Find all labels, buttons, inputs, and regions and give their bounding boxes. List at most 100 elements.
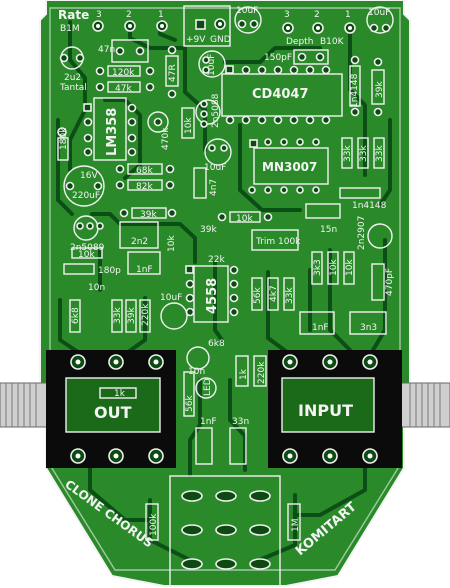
svg-text:Trim 100k: Trim 100k bbox=[255, 237, 301, 247]
rate-pin-2: 2 bbox=[126, 10, 132, 20]
svg-text:1k: 1k bbox=[114, 389, 126, 399]
svg-text:CD4047: CD4047 bbox=[252, 87, 309, 102]
svg-text:4558: 4558 bbox=[205, 278, 220, 314]
jack-input: INPUT bbox=[268, 350, 450, 468]
svg-text:33k: 33k bbox=[375, 145, 385, 162]
svg-text:10n: 10n bbox=[188, 367, 205, 377]
svg-text:470pF: 470pF bbox=[385, 268, 395, 296]
svg-text:2u2: 2u2 bbox=[64, 73, 81, 83]
svg-text:10uF: 10uF bbox=[160, 293, 182, 303]
cap-470pf: 470pF bbox=[371, 263, 395, 301]
resistor-68k: 68k bbox=[115, 163, 175, 176]
svg-text:10uF: 10uF bbox=[236, 6, 258, 16]
transistor-2n5088: 2n5088 bbox=[195, 93, 221, 128]
power-header: +9V GND bbox=[183, 5, 231, 47]
cap-3n3: 3n3 bbox=[349, 311, 387, 335]
svg-text:6k8: 6k8 bbox=[71, 307, 81, 324]
cap-180p: 180p bbox=[63, 263, 121, 276]
svg-text:1k: 1k bbox=[239, 368, 249, 380]
svg-text:39k: 39k bbox=[200, 225, 217, 235]
svg-text:33n: 33n bbox=[232, 417, 249, 427]
resistor-180k: 180k bbox=[57, 127, 69, 161]
svg-text:68k: 68k bbox=[136, 166, 153, 176]
input-label: INPUT bbox=[298, 401, 353, 420]
resistor-220k: 220k bbox=[139, 299, 151, 333]
svg-text:39k: 39k bbox=[140, 210, 157, 220]
svg-text:10k: 10k bbox=[78, 250, 95, 260]
svg-text:1n4148: 1n4148 bbox=[352, 201, 387, 211]
resistor-39k-d: 39k bbox=[125, 299, 137, 333]
ic-cd4047: CD4047 bbox=[221, 65, 343, 125]
resistor-33k-e: 33k bbox=[357, 137, 369, 169]
svg-text:220uF: 220uF bbox=[72, 191, 100, 201]
depth-pin-2: 2 bbox=[314, 10, 320, 20]
power-gnd-label: GND bbox=[210, 35, 231, 45]
resistor-10k-c: 10k bbox=[167, 235, 177, 252]
svg-text:82k: 82k bbox=[136, 182, 153, 192]
resistor-10k-e: 10k bbox=[327, 251, 339, 285]
svg-text:1M: 1M bbox=[291, 519, 301, 533]
svg-text:10n: 10n bbox=[88, 283, 105, 293]
svg-text:1nF: 1nF bbox=[200, 417, 217, 427]
svg-text:1n4148: 1n4148 bbox=[350, 73, 360, 108]
resistor-47k-a: 47k bbox=[95, 81, 155, 94]
cap-10uf-d: 10uF bbox=[160, 293, 188, 330]
resistor-6k8-b: 6k8 bbox=[208, 339, 225, 349]
led-section: 10n 56k LED 1k 220k 1nF 33n bbox=[183, 346, 267, 465]
resistor-10k-f: 10k bbox=[343, 251, 355, 285]
svg-text:47k: 47k bbox=[115, 84, 132, 94]
svg-text:33k: 33k bbox=[113, 307, 123, 324]
svg-text:47n: 47n bbox=[98, 45, 115, 55]
svg-text:470k: 470k bbox=[161, 127, 171, 150]
rate-pin-3: 3 bbox=[96, 10, 102, 20]
resistor-4k7: 4k7 bbox=[267, 277, 279, 311]
footswitch-3pdt bbox=[169, 475, 281, 587]
svg-text:16V: 16V bbox=[80, 171, 98, 181]
svg-text:10uF: 10uF bbox=[207, 54, 217, 76]
resistor-10k-a: 10k bbox=[181, 107, 195, 139]
resistor-47r: 47R bbox=[165, 45, 179, 99]
resistor-33k-c: 33k bbox=[283, 277, 295, 311]
depth-pin-3: 3 bbox=[284, 10, 290, 20]
svg-text:220k: 220k bbox=[257, 361, 267, 384]
svg-text:33k: 33k bbox=[285, 287, 295, 304]
svg-text:56k: 56k bbox=[185, 395, 195, 412]
svg-text:180p: 180p bbox=[98, 266, 121, 276]
power-plus-label: +9V bbox=[186, 35, 206, 45]
svg-text:2n2: 2n2 bbox=[131, 237, 148, 247]
svg-text:47R: 47R bbox=[168, 64, 178, 82]
svg-text:33k: 33k bbox=[359, 145, 369, 162]
resistor-22k-a: 22k bbox=[208, 255, 225, 265]
resistor-33k-a: 33k bbox=[111, 299, 123, 333]
rate-value: B1M bbox=[60, 24, 80, 34]
resistor-120k: 120k bbox=[95, 65, 155, 78]
svg-text:220k: 220k bbox=[141, 303, 151, 326]
diode-1n4148-b: 1n4148 bbox=[339, 187, 387, 211]
cap-150pf: 150pF bbox=[264, 49, 329, 65]
svg-text:4n7: 4n7 bbox=[209, 179, 219, 196]
output-label: OUT bbox=[94, 403, 132, 422]
svg-text:Tantal: Tantal bbox=[59, 83, 87, 93]
svg-text:3n3: 3n3 bbox=[360, 323, 377, 333]
rate-label: Rate bbox=[58, 8, 89, 22]
svg-text:2n2907: 2n2907 bbox=[357, 216, 367, 250]
cap-10uf-top: 10uF bbox=[234, 6, 262, 34]
rate-pin-1: 1 bbox=[158, 10, 164, 20]
resistor-33k-d: 33k bbox=[341, 137, 353, 169]
resistor-33k-f: 33k bbox=[373, 137, 385, 169]
svg-text:10uF: 10uF bbox=[368, 8, 390, 18]
resistor-39k-b: 39k bbox=[119, 207, 177, 220]
svg-text:10k: 10k bbox=[329, 259, 339, 276]
trimmer-100k: Trim 100k bbox=[251, 229, 301, 251]
svg-text:1nF: 1nF bbox=[136, 265, 153, 275]
cap-1nf-a: 1nF bbox=[127, 251, 161, 275]
ic-lm358: LM358 bbox=[83, 97, 137, 161]
resistor-10k-d: 10k bbox=[71, 247, 103, 260]
cap-47n: 47n bbox=[98, 39, 149, 63]
cap-4n7: 4n7 bbox=[193, 167, 219, 199]
cap-2n2: 2n2 bbox=[119, 221, 159, 249]
cap-10n-a: 10n bbox=[88, 283, 105, 293]
resistor-1m: 1M bbox=[287, 503, 301, 541]
resistor-39k-a: 39k bbox=[371, 57, 385, 117]
